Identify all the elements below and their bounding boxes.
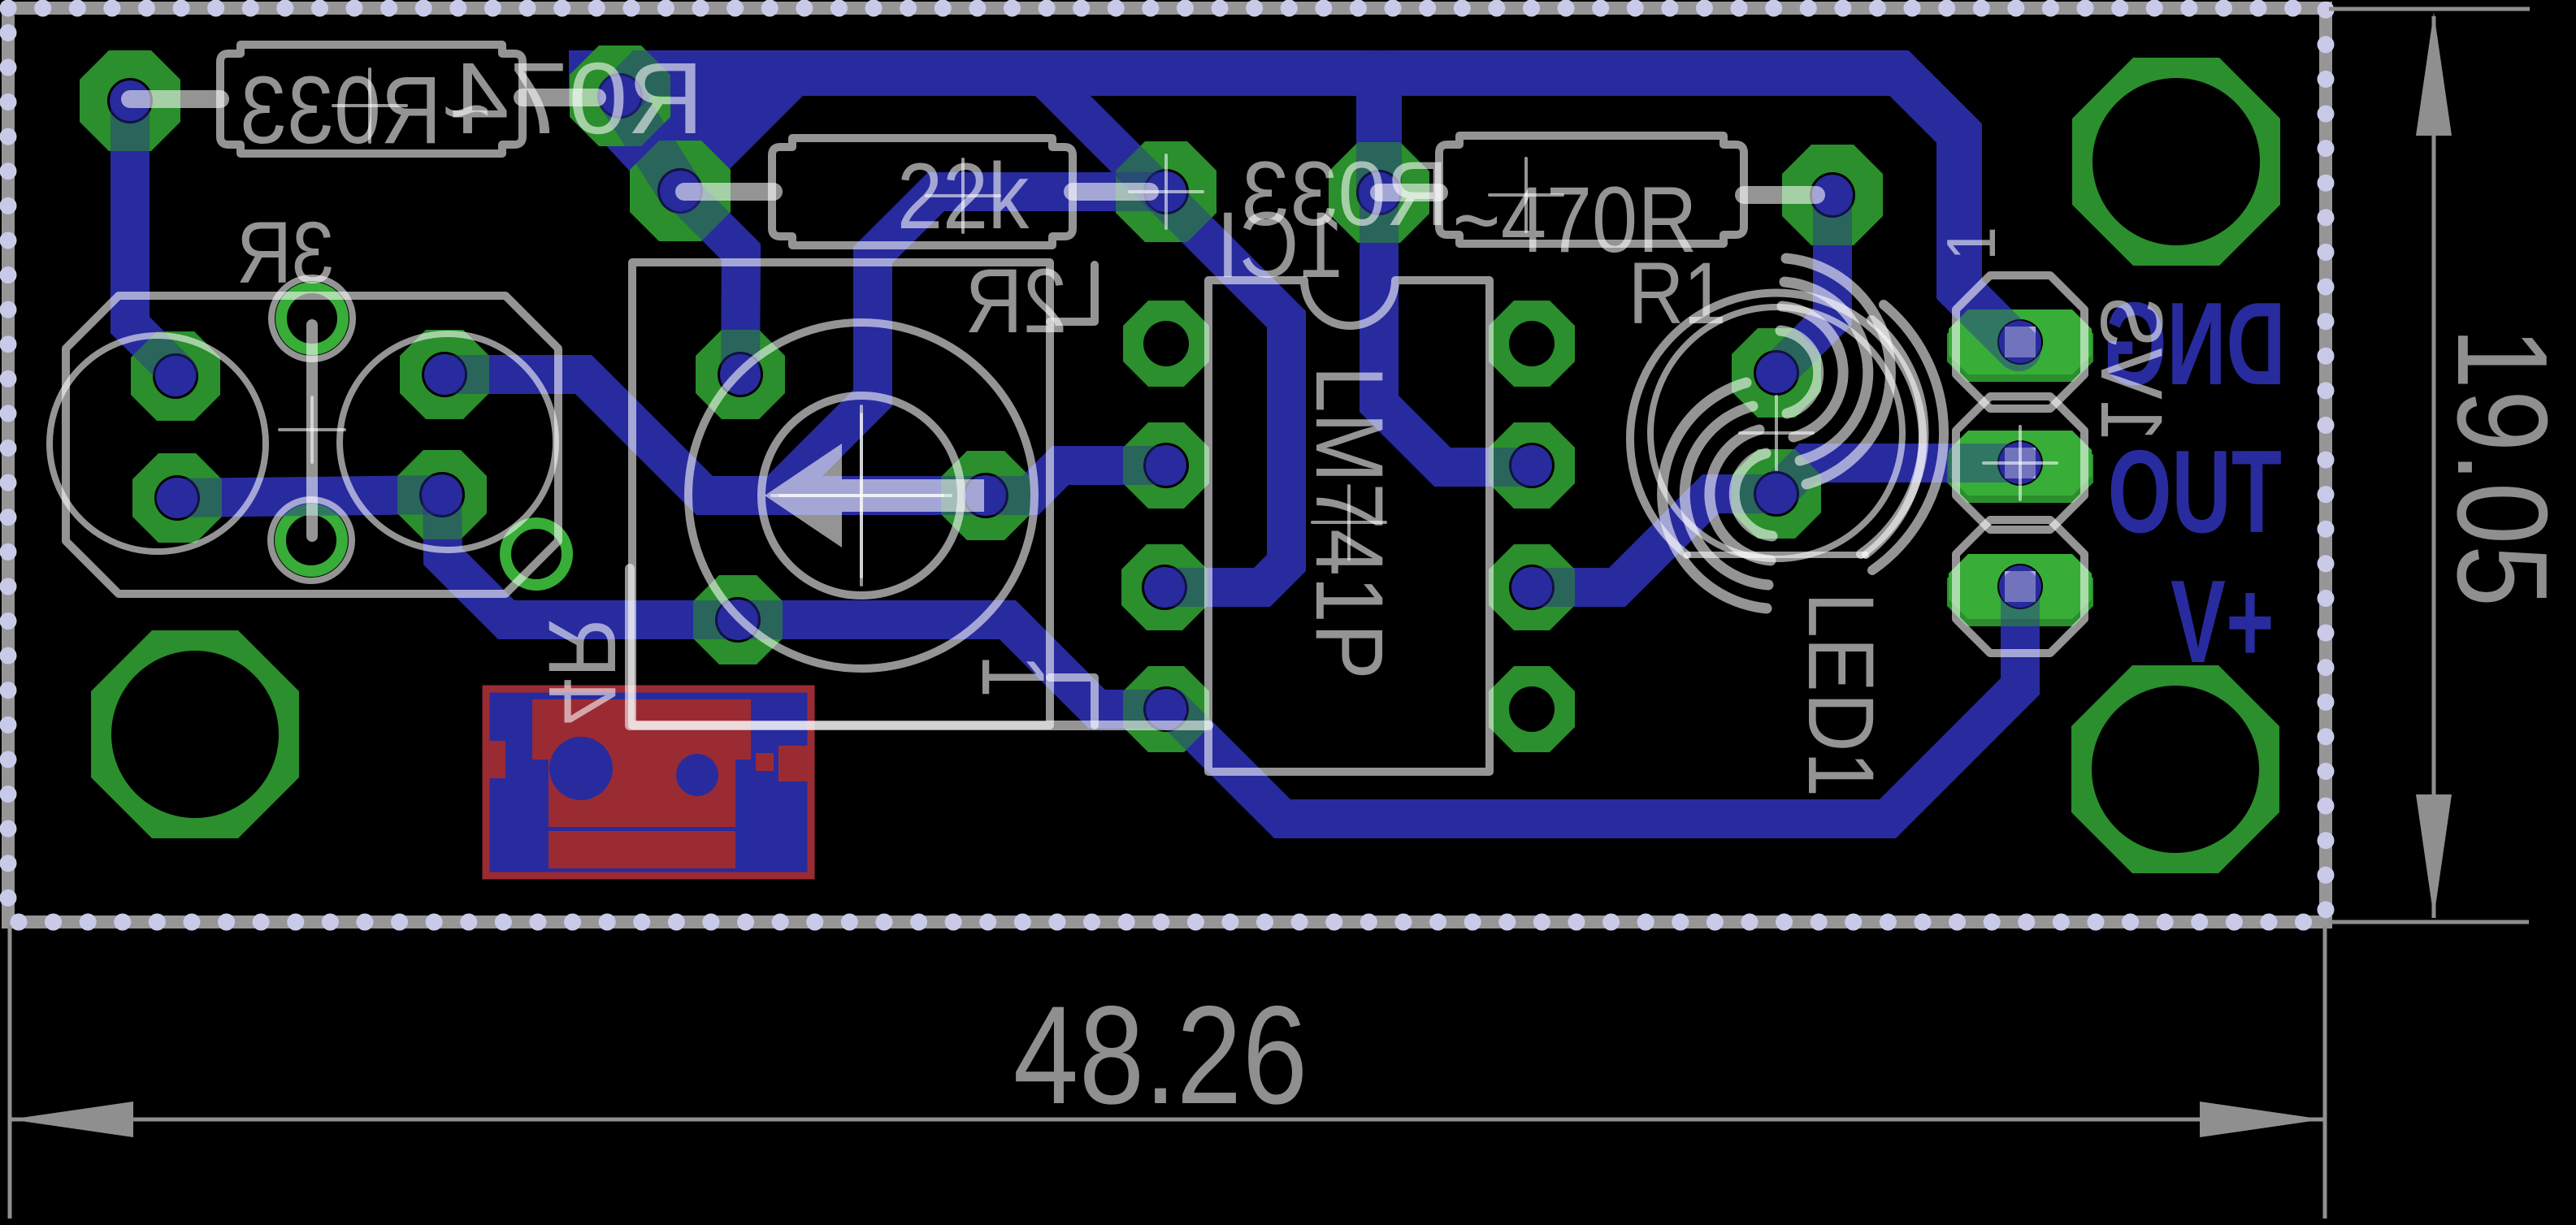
svg-text:R: R bbox=[1637, 167, 1697, 271]
svg-text:R: R bbox=[529, 617, 637, 678]
svg-text:2: 2 bbox=[1023, 251, 1068, 352]
svg-text:U: U bbox=[2171, 426, 2231, 557]
svg-text:1: 1 bbox=[964, 654, 1064, 698]
svg-text:N: N bbox=[2166, 278, 2226, 409]
svg-text:1: 1 bbox=[1933, 227, 2010, 261]
svg-text:1: 1 bbox=[1299, 193, 1345, 297]
svg-text:G: G bbox=[2103, 278, 2167, 409]
svg-text:3: 3 bbox=[240, 56, 287, 164]
svg-text:R: R bbox=[965, 251, 1022, 352]
svg-text:P: P bbox=[1296, 623, 1404, 679]
svg-text:R: R bbox=[1386, 144, 1449, 245]
svg-text:2: 2 bbox=[943, 144, 988, 248]
svg-text:S: S bbox=[2083, 297, 2181, 348]
svg-text:2: 2 bbox=[897, 144, 943, 248]
svg-text:7: 7 bbox=[1546, 167, 1592, 271]
svg-text:8: 8 bbox=[1079, 976, 1144, 1133]
svg-text:0: 0 bbox=[1338, 144, 1386, 245]
svg-text:L: L bbox=[1789, 592, 1893, 638]
svg-text:3: 3 bbox=[1241, 144, 1289, 245]
svg-text:4: 4 bbox=[450, 42, 510, 155]
svg-text:2: 2 bbox=[1177, 976, 1242, 1133]
svg-text:3: 3 bbox=[1290, 144, 1338, 245]
svg-text:O: O bbox=[2108, 426, 2172, 557]
svg-text:C: C bbox=[1239, 193, 1299, 297]
svg-text:R: R bbox=[627, 42, 705, 155]
svg-text:D: D bbox=[2226, 278, 2285, 409]
svg-text:7: 7 bbox=[510, 42, 569, 155]
svg-text:0: 0 bbox=[1592, 167, 1637, 271]
svg-text:M: M bbox=[1296, 413, 1404, 483]
svg-text:.: . bbox=[2431, 452, 2574, 483]
svg-text:0: 0 bbox=[334, 56, 381, 164]
svg-text:I: I bbox=[1216, 193, 1239, 297]
svg-text:0: 0 bbox=[569, 42, 628, 155]
svg-text:0: 0 bbox=[2431, 483, 2574, 544]
svg-text:R: R bbox=[381, 56, 442, 164]
svg-text:3: 3 bbox=[287, 56, 334, 164]
svg-text:k: k bbox=[988, 144, 1030, 248]
svg-text:6: 6 bbox=[1242, 976, 1308, 1133]
svg-text:~: ~ bbox=[442, 56, 492, 164]
svg-text:1: 1 bbox=[1684, 244, 1727, 342]
svg-text:4: 4 bbox=[529, 677, 637, 725]
svg-text:4: 4 bbox=[1501, 167, 1546, 271]
svg-text:R: R bbox=[236, 203, 293, 301]
svg-text:V: V bbox=[2083, 348, 2181, 400]
svg-text:+: + bbox=[2226, 556, 2274, 687]
svg-text:4: 4 bbox=[1013, 976, 1078, 1133]
svg-text:7: 7 bbox=[1296, 483, 1404, 530]
svg-text:L: L bbox=[1296, 366, 1404, 413]
svg-text:E: E bbox=[1789, 637, 1893, 691]
svg-text:5: 5 bbox=[2431, 545, 2574, 607]
svg-text:4: 4 bbox=[1296, 529, 1404, 576]
svg-text:1: 1 bbox=[2431, 327, 2574, 389]
svg-text:3: 3 bbox=[292, 203, 335, 301]
svg-text:1: 1 bbox=[2083, 400, 2181, 443]
svg-text:D: D bbox=[1789, 692, 1893, 751]
svg-text:9: 9 bbox=[2431, 390, 2574, 452]
svg-text:~: ~ bbox=[1452, 167, 1500, 271]
svg-text:T: T bbox=[2231, 426, 2282, 557]
svg-text:.: . bbox=[1144, 976, 1177, 1133]
svg-text:R: R bbox=[1628, 244, 1685, 342]
svg-text:1: 1 bbox=[1789, 751, 1893, 797]
svg-text:1: 1 bbox=[1296, 576, 1404, 623]
